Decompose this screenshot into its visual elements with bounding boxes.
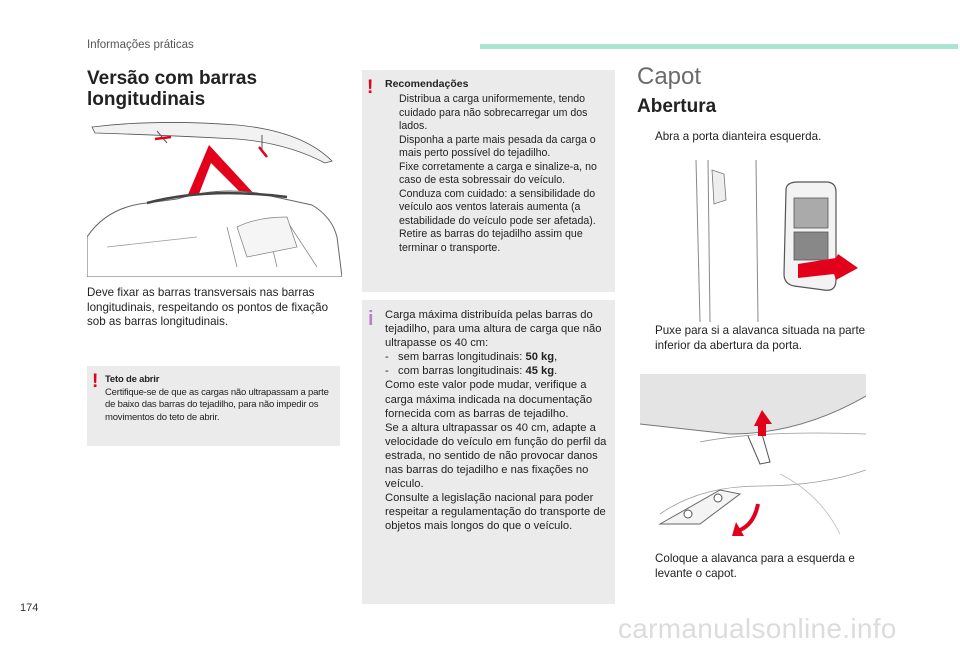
watermark: carmanualsonline.info bbox=[618, 613, 897, 644]
info-icon: i bbox=[368, 308, 374, 330]
header-accent-bar bbox=[480, 44, 958, 49]
max-load-paragraph: Como este valor pode mudar, verifique a … bbox=[385, 379, 593, 420]
list-item: Conduza com cuidado: a sensibilidade do … bbox=[399, 187, 596, 227]
sunroof-warning-box: ! Teto de abrir Certifique-se de que as … bbox=[87, 366, 340, 446]
sunroof-warning-body: Certifique-se de que as cargas não ultra… bbox=[105, 386, 329, 423]
abertura-subtitle: Abertura bbox=[637, 96, 717, 117]
warning-icon: ! bbox=[367, 77, 374, 98]
max-load-paragraph: Consulte a legislação nacional para pode… bbox=[385, 492, 606, 533]
step-move-lever-left: Coloque a alavanca para a esquerda e lev… bbox=[655, 552, 855, 580]
recommendations-box: ! Recomendações Distribua a carga unifor… bbox=[362, 70, 615, 292]
load-with-bars: -com barras longitudinais: 45 kg. bbox=[385, 365, 558, 378]
max-load-paragraph: Se a altura ultrapassar os 40 cm, adapte… bbox=[385, 421, 607, 491]
step-pull-lever: Puxe para si a alavanca situada na parte… bbox=[655, 324, 866, 352]
max-load-intro: Carga máxima distribuída pelas barras do… bbox=[385, 309, 602, 350]
page-number: 174 bbox=[20, 602, 39, 614]
warning-icon: ! bbox=[92, 371, 99, 392]
sunroof-warning-title: Teto de abrir bbox=[105, 374, 160, 385]
roof-bars-illustration bbox=[87, 122, 342, 277]
roof-bars-title: Versão com barras longitudinais bbox=[87, 68, 347, 110]
load-value: 50 kg bbox=[525, 351, 555, 364]
list-item: Disponha a parte mais pesada da carga o … bbox=[399, 133, 596, 160]
section-header: Informações práticas bbox=[87, 39, 194, 51]
max-load-info-text: Carga máxima distribuída pelas barras do… bbox=[385, 308, 613, 534]
hood-lever-illustration bbox=[640, 374, 866, 536]
load-value: 45 kg bbox=[525, 365, 555, 378]
step-open-door: Abra a porta dianteira esquerda. bbox=[655, 130, 822, 143]
load-without-bars: -sem barras longitudinais: 50 kg, bbox=[385, 351, 558, 364]
max-load-info-box: i Carga máxima distribuída pelas barras … bbox=[362, 300, 615, 604]
door-lever-illustration bbox=[695, 160, 858, 322]
roof-bars-title-line2: longitudinais bbox=[87, 89, 206, 110]
roof-bars-body-text: Deve fixar as barras transversais nas ba… bbox=[87, 286, 329, 329]
recommendations-title: Recomendações bbox=[385, 78, 469, 90]
recommendations-list: Distribua a carga uniformemente, tendo c… bbox=[385, 93, 613, 255]
sunroof-warning-text: Teto de abrir Certifique-se de que as ca… bbox=[105, 374, 335, 424]
capot-title: Capot bbox=[637, 63, 702, 90]
list-item: Fixe corretamente a carga e sinalize-a, … bbox=[399, 160, 597, 187]
list-item: Retire as barras do tejadilho assim que … bbox=[399, 228, 583, 254]
list-item: Distribua a carga uniformemente, tendo c… bbox=[399, 93, 588, 132]
roof-bars-title-line1: Versão com barras bbox=[87, 68, 258, 89]
